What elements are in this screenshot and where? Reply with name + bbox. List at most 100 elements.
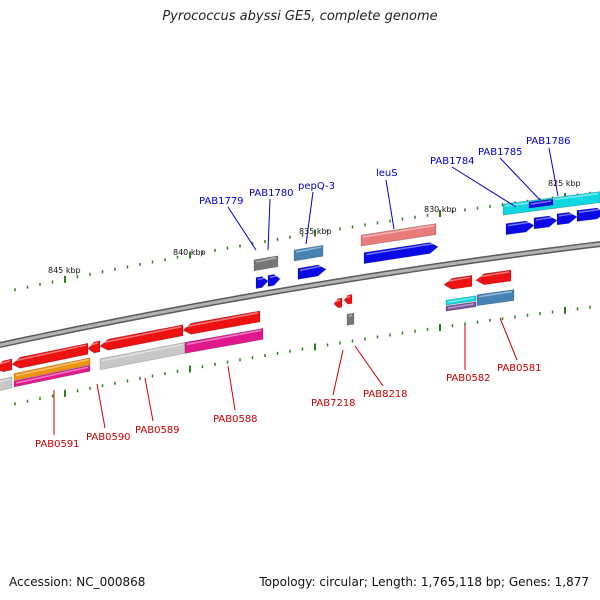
cds-pab0591 bbox=[0, 358, 13, 373]
gene-label-pab8218[interactable]: PAB8218 bbox=[363, 389, 408, 400]
track-steel-pepq bbox=[293, 244, 324, 262]
track-darkgrey-mid bbox=[346, 312, 355, 326]
leader-bottom-7 bbox=[499, 317, 518, 361]
cds-pab1784-gloss bbox=[507, 221, 533, 227]
map-title: Pyrococcus abyssi GE5, complete genome bbox=[162, 9, 438, 24]
cds-pab8218a-gloss bbox=[345, 295, 351, 299]
track-magenta-1 bbox=[184, 328, 264, 354]
cds-pab1779 bbox=[255, 276, 269, 289]
track-salmon-leus bbox=[360, 223, 437, 247]
gene-label-pab0588[interactable]: PAB0588 bbox=[213, 414, 258, 425]
track-grey-0-gloss bbox=[0, 378, 11, 383]
cds-pab1787-gloss bbox=[578, 208, 600, 214]
leader-bottom-4 bbox=[332, 349, 344, 396]
cds-pab0581 bbox=[475, 269, 512, 286]
leader-top-3 bbox=[385, 179, 395, 230]
track-salmon-leus-gloss bbox=[362, 224, 435, 238]
cds-pab0589 bbox=[99, 324, 184, 351]
cds-pab8218a bbox=[343, 294, 353, 305]
gene-features bbox=[0, 191, 600, 391]
track-grey-1-gloss bbox=[101, 343, 184, 362]
gene-label-pab1784[interactable]: PAB1784 bbox=[430, 156, 475, 167]
track-cyan-low-gloss bbox=[447, 297, 475, 303]
track-darkgrey-1780-gloss bbox=[255, 257, 277, 263]
gene-label-pab1786[interactable]: PAB1786 bbox=[526, 136, 571, 147]
cds-pab1787 bbox=[576, 207, 600, 222]
scale-label-845: 845 kbp bbox=[48, 266, 81, 275]
track-orange bbox=[13, 357, 91, 381]
track-purple-low-gloss bbox=[447, 303, 475, 309]
gene-label-pab0581[interactable]: PAB0581 bbox=[497, 363, 542, 374]
track-cyan-low bbox=[445, 295, 477, 306]
track-purple-low bbox=[445, 301, 477, 312]
track-orange-gloss bbox=[15, 359, 89, 377]
genome-summary-text: Topology: circular; Length: 1,765,118 bp… bbox=[259, 575, 589, 589]
cds-pab0581-gloss bbox=[477, 271, 510, 278]
track-steel-pepq-gloss bbox=[295, 246, 322, 253]
track-grey-0 bbox=[0, 376, 13, 391]
leader-top-0 bbox=[227, 206, 257, 251]
scale-label-825: 825 kbp bbox=[548, 179, 581, 188]
leader-bottom-3 bbox=[227, 365, 236, 411]
track-magenta-0 bbox=[13, 364, 91, 388]
cds-pab7218 bbox=[333, 297, 343, 309]
gene-label-pab0590[interactable]: PAB0590 bbox=[86, 432, 131, 443]
gene-label-pab1780[interactable]: PAB1780 bbox=[249, 188, 294, 199]
cds-pab0591b-gloss bbox=[13, 344, 87, 362]
cds-pab7218-gloss bbox=[335, 299, 341, 303]
cds-pab1780 bbox=[267, 274, 281, 287]
cds-pab0588 bbox=[182, 310, 261, 335]
backbone-highlight bbox=[0, 242, 600, 347]
leader-top-4 bbox=[451, 166, 517, 208]
leader-bottom-2 bbox=[144, 377, 154, 422]
cds-pab0582-gloss bbox=[445, 276, 471, 283]
gene-label-pab0591[interactable]: PAB0591 bbox=[35, 439, 80, 450]
cds-leus bbox=[363, 242, 439, 264]
cds-pab0590-gloss bbox=[89, 342, 99, 346]
cds-pab1779-gloss bbox=[257, 276, 267, 281]
leader-bottom-1 bbox=[96, 383, 106, 429]
cds-leus-gloss bbox=[365, 242, 437, 256]
cds-pab1780-gloss bbox=[269, 274, 279, 279]
scale-label-830: 830 kbp bbox=[424, 205, 457, 214]
leader-top-2 bbox=[305, 191, 314, 245]
scale-ticks bbox=[14, 191, 591, 406]
track-magenta-0-gloss bbox=[15, 366, 89, 384]
track-blue-1785-gloss bbox=[530, 200, 552, 205]
gene-label-pab1779[interactable]: PAB1779 bbox=[199, 196, 244, 207]
leader-top-5 bbox=[499, 157, 541, 201]
track-darkgrey-1780 bbox=[253, 255, 279, 272]
gene-label-leus[interactable]: leuS bbox=[376, 168, 398, 179]
leader-top-1 bbox=[267, 198, 271, 251]
gene-label-pab0589[interactable]: PAB0589 bbox=[135, 425, 180, 436]
genome-backbone bbox=[0, 241, 600, 349]
cds-pab1785 bbox=[533, 215, 558, 230]
scale-label-840: 840 kbp bbox=[173, 248, 206, 257]
cds-pab0591-gloss bbox=[0, 360, 11, 365]
track-darkgrey-mid-gloss bbox=[348, 314, 353, 317]
cds-pab0589-gloss bbox=[101, 326, 182, 344]
accession-text: Accession: NC_000868 bbox=[9, 575, 146, 589]
cds-pab0588-gloss bbox=[184, 312, 259, 328]
label-leaders bbox=[53, 147, 559, 435]
track-magenta-1-gloss bbox=[186, 329, 262, 346]
gene-label-pab0582[interactable]: PAB0582 bbox=[446, 373, 491, 384]
cds-pepq-3-gloss bbox=[299, 264, 325, 272]
cds-pab0591b bbox=[11, 342, 89, 369]
track-steel-low-gloss bbox=[478, 290, 513, 298]
cds-pab1785-gloss bbox=[535, 216, 556, 221]
cds-pab1786 bbox=[556, 212, 578, 226]
track-steel-low bbox=[476, 289, 515, 307]
track-blue-1785 bbox=[528, 198, 554, 209]
scale-label-835: 835 kbp bbox=[299, 227, 332, 236]
leader-top-6 bbox=[548, 147, 559, 197]
gene-label-pab1785[interactable]: PAB1785 bbox=[478, 147, 523, 158]
cds-pab1786-gloss bbox=[558, 212, 576, 217]
gene-label-pab7218[interactable]: PAB7218 bbox=[311, 398, 356, 409]
cds-pepq-3 bbox=[297, 264, 327, 280]
cds-pab1784 bbox=[505, 220, 535, 236]
cds-pab0590 bbox=[87, 340, 101, 354]
gene-label-pepq-3[interactable]: pepQ-3 bbox=[298, 181, 335, 192]
